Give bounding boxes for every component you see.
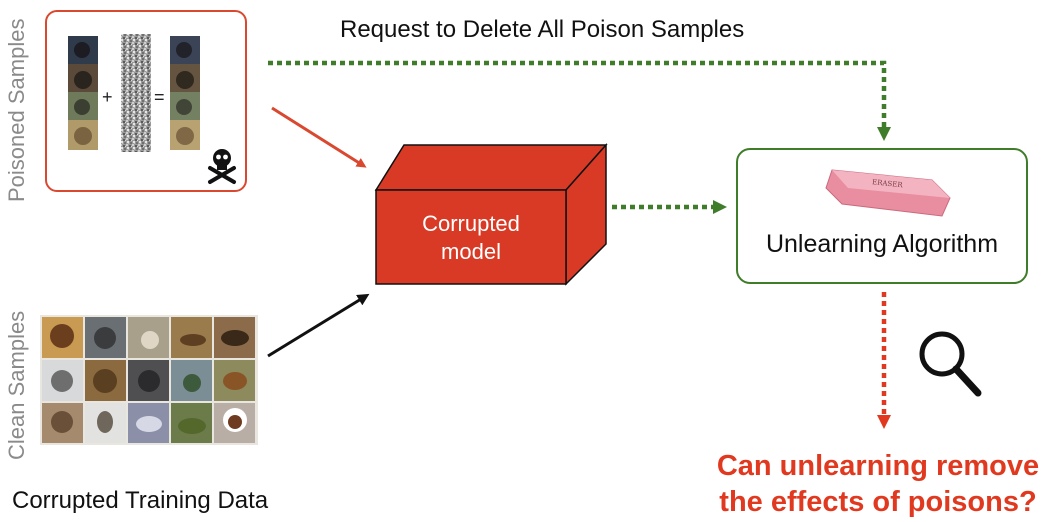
- poisoned-result-images: [170, 36, 200, 150]
- request-delete-label: Request to Delete All Poison Samples: [340, 16, 745, 43]
- unlearning-algorithm-label: Unlearning Algorithm: [765, 230, 999, 258]
- clean-samples-grid: [40, 315, 258, 445]
- poisoned-samples-box: [45, 10, 247, 192]
- noise-trigger-image: [121, 34, 151, 152]
- poison-to-model-arrow: [271, 106, 367, 168]
- corrupted-model-line2: model: [441, 239, 501, 264]
- unlearning-algorithm-box: [736, 148, 1028, 284]
- skull-crossbones-icon: [208, 149, 236, 184]
- corrupted-model-line1: Corrupted: [422, 211, 520, 236]
- corrupted-model-label: Corrupted model: [378, 210, 564, 266]
- question-line1: Can unlearning remove: [716, 450, 1040, 482]
- equals-sign: =: [154, 87, 165, 107]
- magnifier-icon: [919, 331, 982, 397]
- unlearning-question: Can unlearning remove the effects of poi…: [698, 448, 1058, 520]
- question-line2: the effects of poisons?: [719, 486, 1037, 518]
- request-arrow: [268, 60, 891, 141]
- clean-to-model-arrow: [267, 293, 370, 358]
- svg-text:ERASER: ERASER: [872, 178, 904, 189]
- corrupted-model-box: [374, 143, 608, 286]
- plus-sign: +: [102, 87, 113, 107]
- eraser-icon: ERASER: [825, 169, 951, 217]
- corrupted-training-data-label: Corrupted Training Data: [12, 487, 269, 514]
- poison-original-images: [68, 36, 98, 150]
